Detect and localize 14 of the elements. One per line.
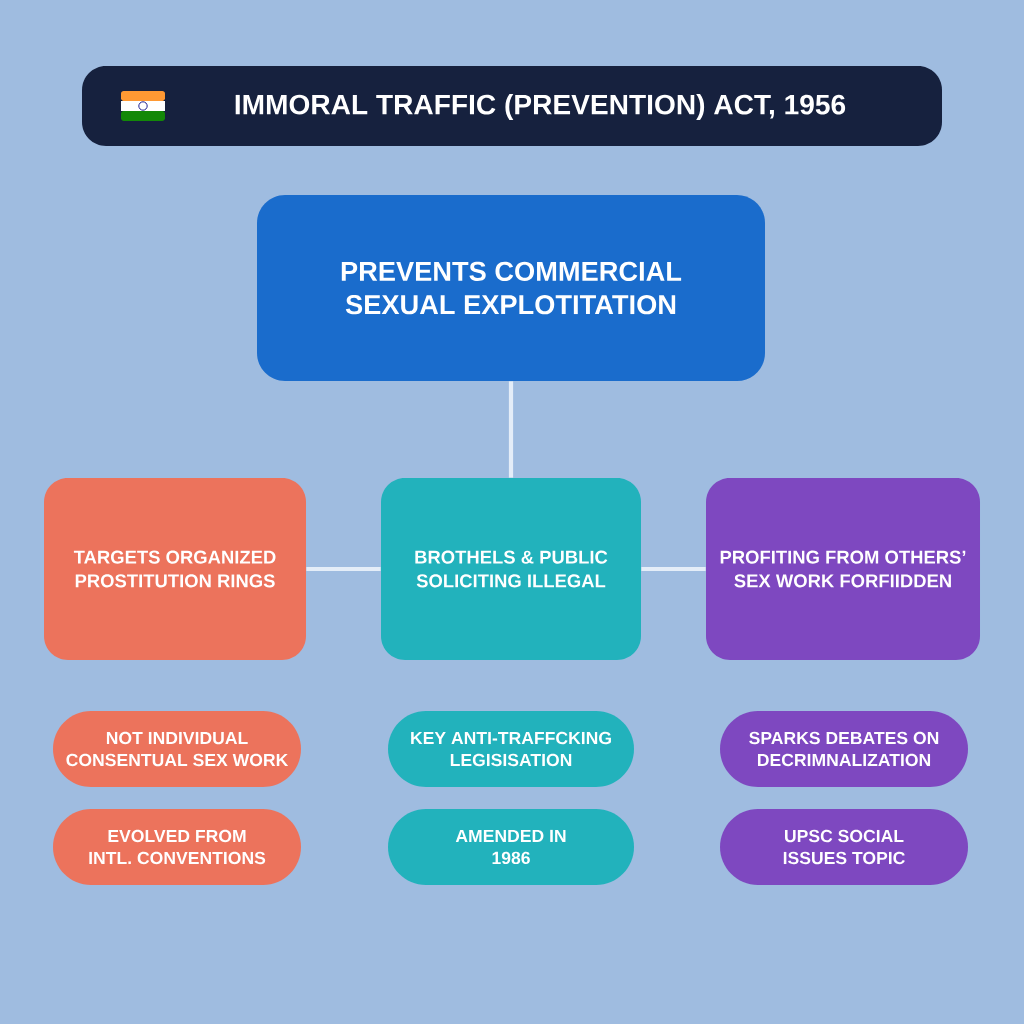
note-pill: UPSC SOCIAL ISSUES TOPIC xyxy=(720,809,968,885)
category-box: PROFITING FROM OTHERS’ SEX WORK FORFIIDDEN xyxy=(706,478,980,660)
main-box: PREVENTS COMMERCIAL SEXUAL EXPLOTITATION xyxy=(257,195,765,381)
connector-line xyxy=(641,566,706,572)
connector-line xyxy=(508,381,514,478)
note-pill: NOT INDIVIDUAL CONSENTUAL SEX WORK xyxy=(53,711,301,787)
note-pill: AMENDED IN 1986 xyxy=(388,809,634,885)
category-box: TARGETS ORGANIZED PROSTITUTION RINGS xyxy=(44,478,306,660)
note-pill: SPARKS DEBATES ON DECRIMNALIZATION xyxy=(720,711,968,787)
category-box: BROTHELS & PUBLIC SOLICITING ILLEGAL xyxy=(381,478,641,660)
note-pill: EVOLVED FROM INTL. CONVENTIONS xyxy=(53,809,301,885)
connector-line xyxy=(306,566,381,572)
title-bar: IMMORAL TRAFFIC (PREVENTION) ACT, 1956 xyxy=(82,66,942,146)
note-pill: KEY ANTI-TRAFFCKING LEGISISATION xyxy=(388,711,634,787)
